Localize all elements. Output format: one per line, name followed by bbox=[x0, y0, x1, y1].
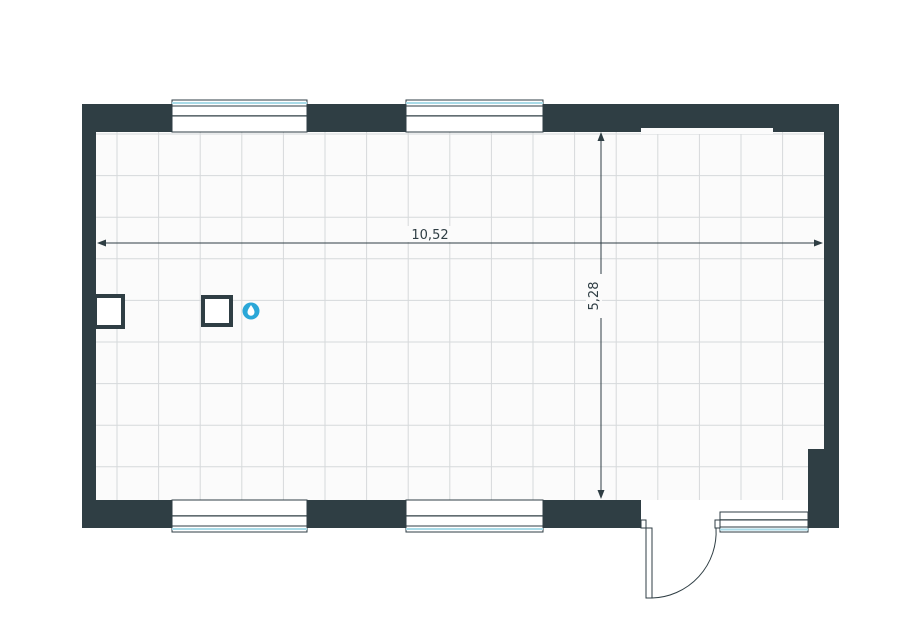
wall-bottom-segment-1 bbox=[82, 500, 172, 528]
door-jamb-left bbox=[640, 519, 647, 529]
wall-left bbox=[82, 104, 96, 528]
dimension-width bbox=[97, 239, 823, 247]
tile-grid bbox=[96, 131, 824, 500]
entrance-door bbox=[640, 519, 721, 599]
window-bottom-middle bbox=[405, 499, 544, 533]
window-bottom-left bbox=[171, 499, 308, 533]
window-top-middle bbox=[405, 99, 544, 133]
dimension-width-label-bg bbox=[405, 226, 455, 242]
walls bbox=[82, 104, 839, 528]
windows bbox=[171, 99, 809, 533]
fixtures bbox=[93, 294, 260, 329]
wall-top-segment-3 bbox=[543, 104, 839, 132]
dimension-height-label-bg bbox=[586, 274, 602, 318]
dimension-height-label: 5,28 bbox=[587, 282, 602, 311]
water-drop-icon bbox=[242, 302, 260, 320]
window-bottom-right bbox=[719, 511, 809, 533]
wall-right-upper bbox=[824, 104, 839, 449]
floor-column-box bbox=[201, 295, 233, 327]
wall-right-lower bbox=[808, 449, 839, 528]
dimension-width-label: 10,52 bbox=[411, 228, 448, 243]
door-leaf bbox=[645, 527, 653, 599]
wall-top-segment-2 bbox=[307, 104, 406, 132]
window-top-left bbox=[171, 99, 308, 133]
wall-bottom-segment-2 bbox=[307, 500, 406, 528]
door-jamb-right bbox=[714, 519, 721, 529]
door-swing-arc bbox=[651, 527, 717, 599]
wall-column-box bbox=[93, 294, 125, 329]
wall-bottom-segment-3 bbox=[543, 500, 641, 528]
wall-top-notch bbox=[641, 128, 773, 134]
wall-top-segment-1 bbox=[82, 104, 172, 132]
